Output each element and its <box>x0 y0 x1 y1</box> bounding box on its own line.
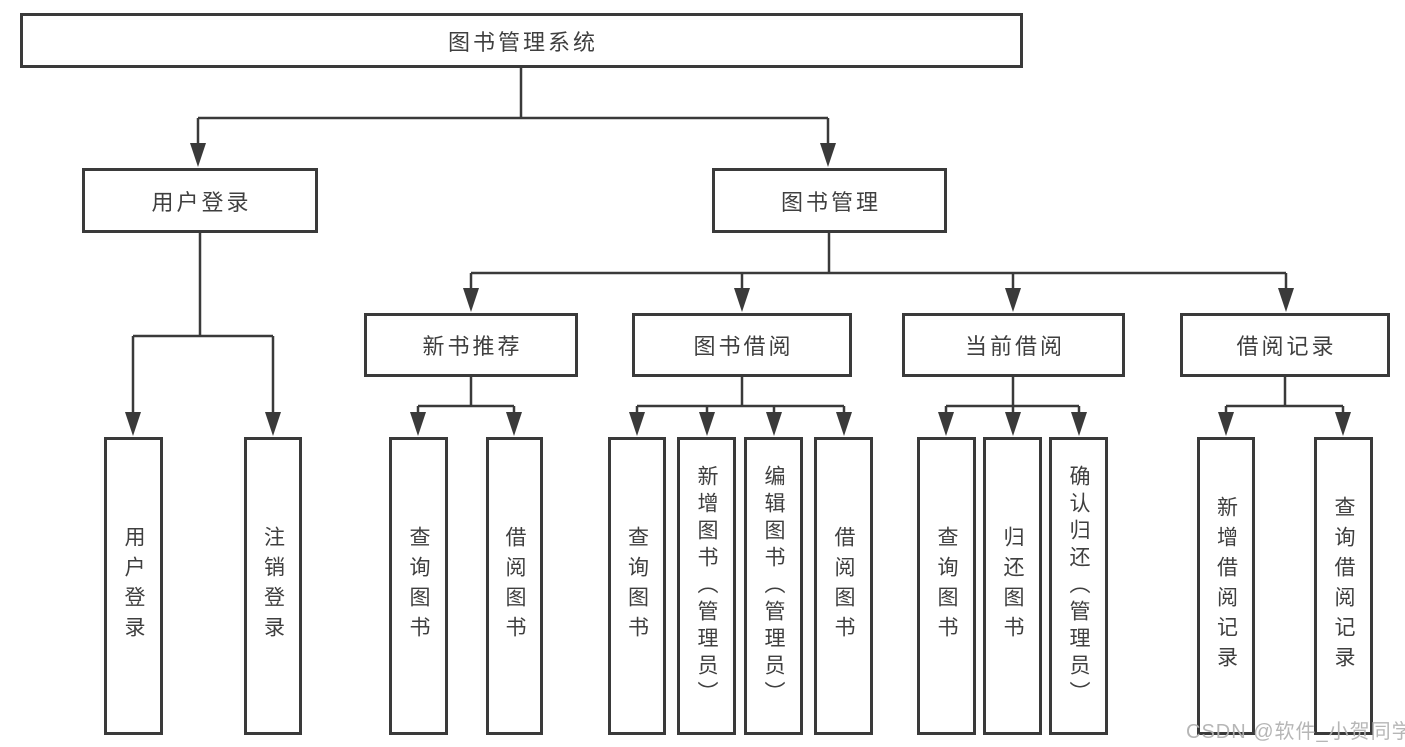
connector-book-borrow-group <box>635 377 846 418</box>
arrowheads <box>125 143 1351 436</box>
node-confirm-return-admin: 确认归还（管理员） <box>1049 437 1108 735</box>
node-current-borrow: 当前借阅 <box>902 313 1125 377</box>
connector-current-borrow-group <box>944 377 1081 418</box>
node-borrow-record: 借阅记录 <box>1180 313 1390 377</box>
node-query-books-current: 查询图书 <box>917 437 976 735</box>
node-book-management: 图书管理 <box>712 168 947 233</box>
node-query-books-recommend: 查询图书 <box>389 437 448 735</box>
connector-new-book-recommend-group <box>416 377 516 418</box>
connector-user-login-group <box>131 233 275 420</box>
node-book-borrow: 图书借阅 <box>632 313 852 377</box>
connector-borrow-record-group <box>1224 377 1345 418</box>
node-query-books-borrow: 查询图书 <box>608 437 666 735</box>
node-edit-book-admin: 编辑图书（管理员） <box>744 437 803 735</box>
node-query-borrow-record: 查询借阅记录 <box>1314 437 1373 735</box>
node-borrow-books-leaf: 借阅图书 <box>814 437 873 735</box>
watermark: CSDN @软件_小贺同学 <box>1186 721 1405 743</box>
node-user-login: 用户登录 <box>82 168 318 233</box>
node-new-book-recommend: 新书推荐 <box>364 313 578 377</box>
connector-root-stem <box>196 68 830 150</box>
node-user-login-leaf: 用户登录 <box>104 437 163 735</box>
node-add-borrow-record: 新增借阅记录 <box>1197 437 1255 735</box>
node-return-book: 归还图书 <box>983 437 1042 735</box>
connector-book-management-group <box>469 233 1288 296</box>
node-library-management-system: 图书管理系统 <box>20 13 1023 68</box>
node-logout: 注销登录 <box>244 437 302 735</box>
node-add-book-admin: 新增图书（管理员） <box>677 437 736 735</box>
node-borrow-books-recommend: 借阅图书 <box>486 437 543 735</box>
